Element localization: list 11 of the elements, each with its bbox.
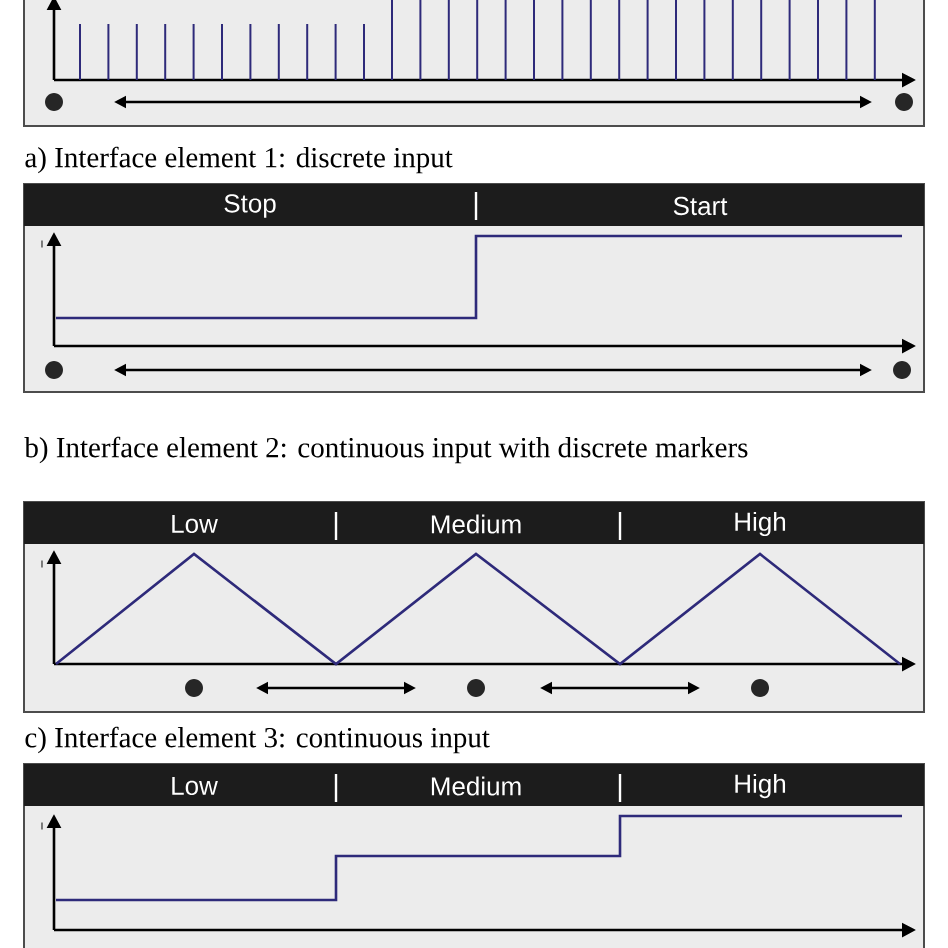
caption: c) Interface element 3: continuous input [25,726,490,754]
header-label: Start [673,196,728,216]
header-label: High [735,773,786,799]
caption: a) Interface element 1: discrete input [25,146,453,174]
header-label: High [735,511,786,537]
caption: b) Interface element 2: continuous input with discrete markers [24,436,748,464]
header-label: Low [172,776,218,796]
header-label: Low [172,514,218,534]
header-label: Medium [431,776,521,796]
header-label: Stop [224,194,276,218]
header-label: Medium [431,514,521,534]
